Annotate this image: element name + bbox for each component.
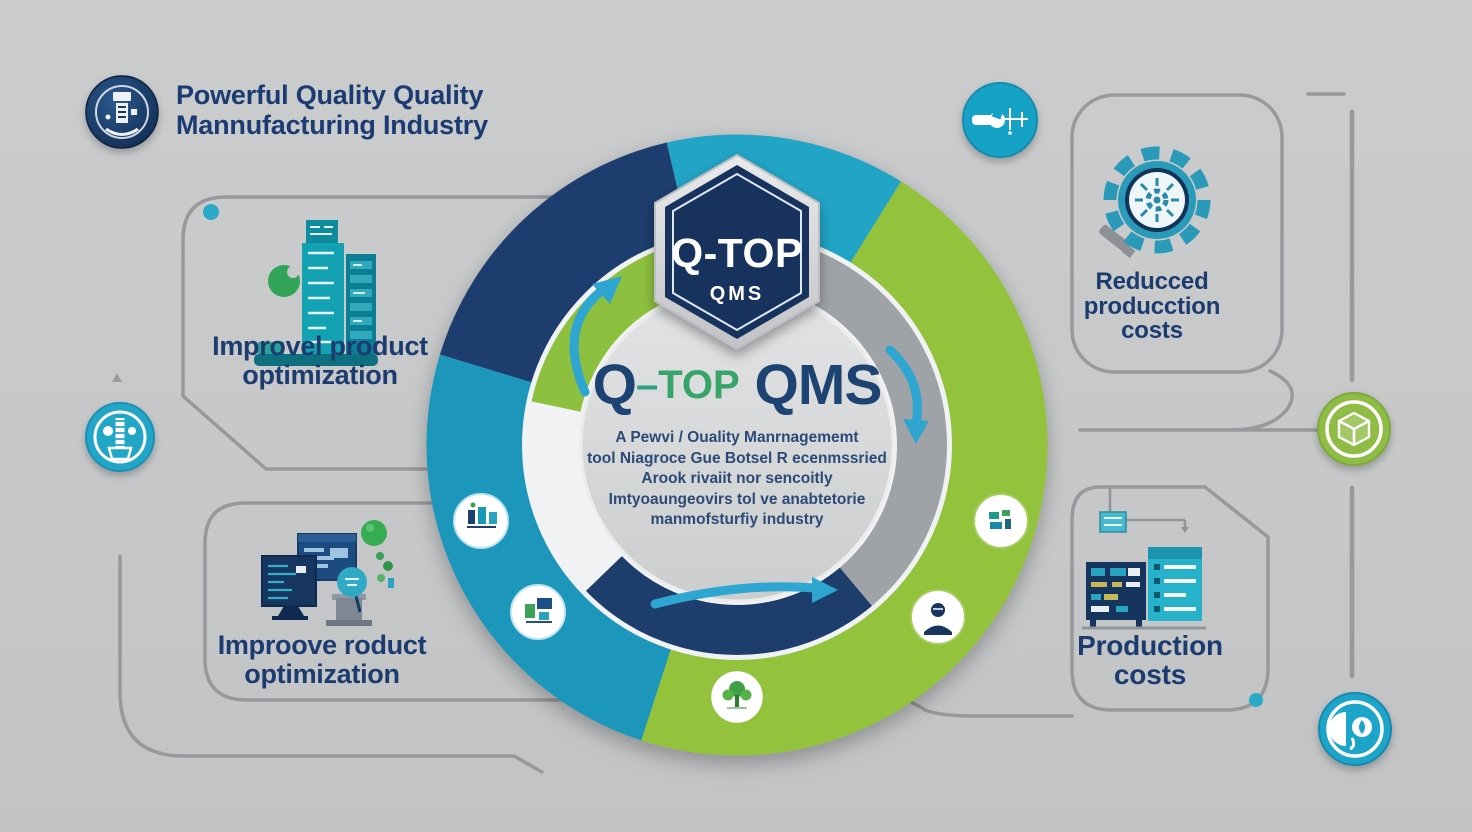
page-title-line2: Mannufacturing Industry — [176, 110, 488, 140]
machine-monitor-icon — [510, 584, 566, 640]
center-title-space — [740, 353, 755, 417]
center-title-qms: QMS — [754, 353, 883, 417]
arrow-right-bottom — [650, 582, 821, 609]
green-tree-icon — [708, 668, 766, 726]
center-title-q: Q — [592, 353, 637, 417]
center-desc-line2: tool Niagroce Gue Botsel R ecenmssried — [587, 449, 887, 467]
analytics-dashboards-illustration — [261, 520, 394, 626]
hexagon-inner-outline — [672, 172, 802, 332]
right-bottom-label-line1: Production — [1077, 630, 1223, 661]
right-top-label-line2: producction — [1083, 292, 1221, 320]
factory-control-panels-illustration — [1082, 488, 1206, 630]
flow-arrows — [569, 284, 923, 609]
center-desc-line3: Arook rivaiit nor sencoitly — [641, 470, 833, 487]
flow-arrowheads — [592, 276, 929, 603]
left-bottom-card-label: Improove roduct optimization — [172, 631, 472, 689]
right-bottom-card-outline — [1070, 485, 1270, 712]
arrow-down-right — [885, 345, 923, 429]
center-desc-line1: A Pewvi / Ouality Manrnagememt — [615, 429, 859, 446]
cube-package-icon — [1317, 392, 1391, 466]
right-top-card-label: Reducced producction costs — [1047, 268, 1257, 344]
center-desc-line4: Imtyoaungeovirs tol ve anabtetorie — [608, 490, 866, 508]
bulb-gauge-icon — [85, 402, 155, 472]
workers-machines-icon — [453, 493, 509, 549]
smart-factory-buildings-illustration — [254, 220, 378, 366]
left-top-label-line1: Improvel product — [212, 331, 428, 361]
left-top-card-label: Improvel product optimization — [170, 332, 470, 390]
center-desc-line5: manmofsturfiy industry — [650, 511, 824, 528]
right-top-tail-curve — [1228, 369, 1294, 432]
center-title: Q–TOP QMS — [517, 352, 957, 418]
center-description: A Pewvi / Ouality Manrnagememt tool Niag… — [557, 428, 917, 531]
left-top-card-outline — [181, 195, 737, 471]
factory-badge-logo — [85, 75, 159, 149]
arrow-up-left — [569, 284, 609, 397]
hexagon-title: Q-TOP — [671, 230, 803, 276]
page-title: Powerful Quality Quality Mannufacturing … — [176, 80, 676, 140]
inner-band-navy — [527, 235, 947, 655]
ring-segment-teal-bottom — [426, 134, 1048, 756]
page-title-line1: Powerful Quality Quality — [176, 80, 484, 110]
teal-corner-dot — [203, 204, 219, 220]
left-top-label-line2: optimization — [242, 360, 398, 390]
connector-lines — [118, 92, 1346, 774]
teal-tags-icon — [973, 493, 1029, 549]
right-top-card-outline — [1070, 93, 1284, 374]
right-top-label-line1: Reducced — [1095, 268, 1209, 295]
center-title-top: TOP — [658, 363, 740, 407]
left-bottom-label-line1: Improove roduct — [217, 630, 427, 660]
left-bottom-card-outline — [203, 501, 572, 702]
teal-corner-dot-2 — [1249, 693, 1263, 707]
worker-avatar-icon — [910, 589, 966, 645]
left-outer-corner-line — [118, 554, 544, 774]
hexagon-navy-body — [665, 165, 809, 339]
right-top-label-line3: costs — [1121, 317, 1183, 344]
small-gray-arrow — [112, 373, 122, 382]
cost-reduction-gear-illustration — [1099, 146, 1211, 259]
right-bottom-card-label: Production costs — [1045, 631, 1255, 689]
left-bottom-label-line2: optimization — [244, 659, 400, 689]
right-bottom-label-line2: costs — [1113, 659, 1187, 690]
meter-leaf-icon — [1318, 692, 1392, 766]
hexagon-badge: Q-TOP QMS — [654, 153, 820, 351]
center-title-dash: – — [635, 363, 659, 407]
hexagon-subtitle: QMS — [710, 283, 765, 305]
wrench-tool-icon — [962, 82, 1038, 158]
